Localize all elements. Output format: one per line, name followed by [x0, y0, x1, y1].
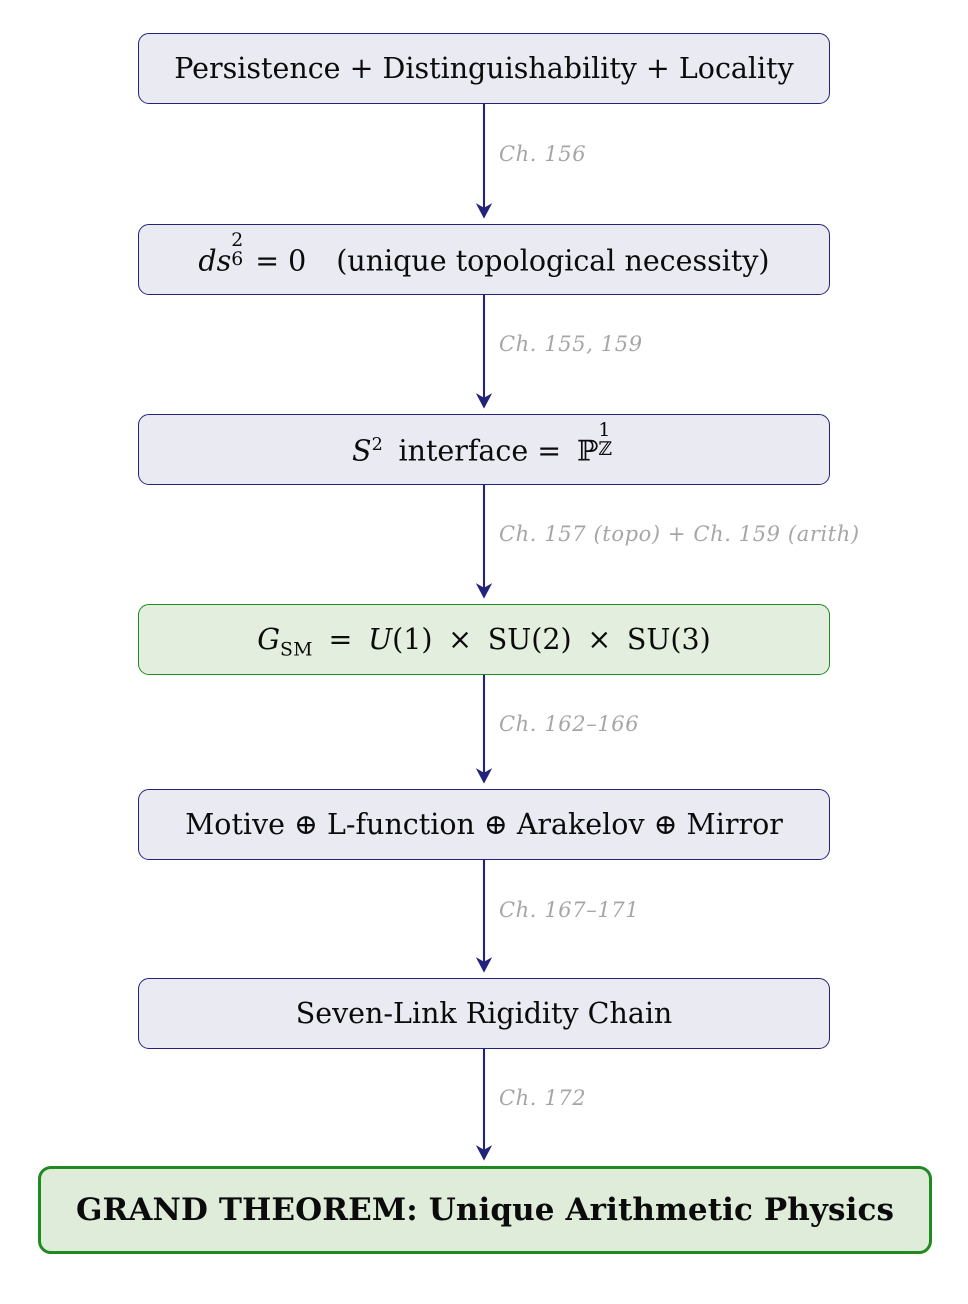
ds6-parenthetical: (unique topological necessity) — [336, 244, 770, 278]
node-seven-link-rigidity-chain: Seven-Link Rigidity Chain — [138, 978, 830, 1049]
edge-label-ch-157-topo-159-arith: Ch. 157 (topo) + Ch. 159 (arith) — [499, 522, 860, 546]
node-sevenlink-label: Seven-Link Rigidity Chain — [295, 996, 673, 1030]
edge-label-ch-167-171: Ch. 167–171 — [499, 898, 640, 922]
gsm-times-1: × — [448, 622, 473, 656]
edge-label-ch-162-166: Ch. 162–166 — [499, 712, 640, 736]
interface-S-exponent: 2 — [371, 435, 383, 456]
node-motive-lfunction-arakelov-mirror: Motive ⊕ L-function ⊕ Arakelov ⊕ Mirror — [138, 789, 830, 860]
node-grand-label: GRAND THEOREM: Unique Arithmetic Physics — [75, 1191, 895, 1228]
edge-label-ch-156: Ch. 156 — [499, 142, 587, 166]
interface-word: interface = — [398, 434, 562, 468]
gsm-su2: SU(2) — [487, 622, 572, 656]
gsm-equals: = — [328, 622, 353, 656]
interface-blackboard-P: ℙ — [576, 434, 599, 468]
node-standard-model-group: GSM = U(1) × SU(2) × SU(3) — [138, 604, 830, 675]
node-gsm-formula: GSM = U(1) × SU(2) × SU(3) — [257, 622, 711, 659]
node-premises: Persistence + Distinguishability + Local… — [138, 33, 830, 104]
gsm-U-arg: (1) — [392, 622, 433, 656]
gsm-subscript: SM — [279, 639, 313, 661]
edge-label-ch-155-159: Ch. 155, 159 — [499, 332, 643, 356]
gsm-times-2: × — [587, 622, 612, 656]
interface-S: S — [352, 434, 372, 468]
node-motive-label: Motive ⊕ L-function ⊕ Arakelov ⊕ Mirror — [185, 807, 783, 841]
gsm-U: U — [368, 622, 393, 656]
node-grand-theorem: GRAND THEOREM: Unique Arithmetic Physics — [38, 1166, 932, 1254]
edge-label-ch-172: Ch. 172 — [499, 1086, 587, 1110]
ds6-ds: ds — [198, 244, 232, 278]
gsm-su3: SU(3) — [626, 622, 711, 656]
ds6-equals-zero: = 0 — [255, 244, 307, 278]
gsm-G: G — [257, 622, 280, 656]
node-premises-label: Persistence + Distinguishability + Local… — [174, 51, 794, 85]
